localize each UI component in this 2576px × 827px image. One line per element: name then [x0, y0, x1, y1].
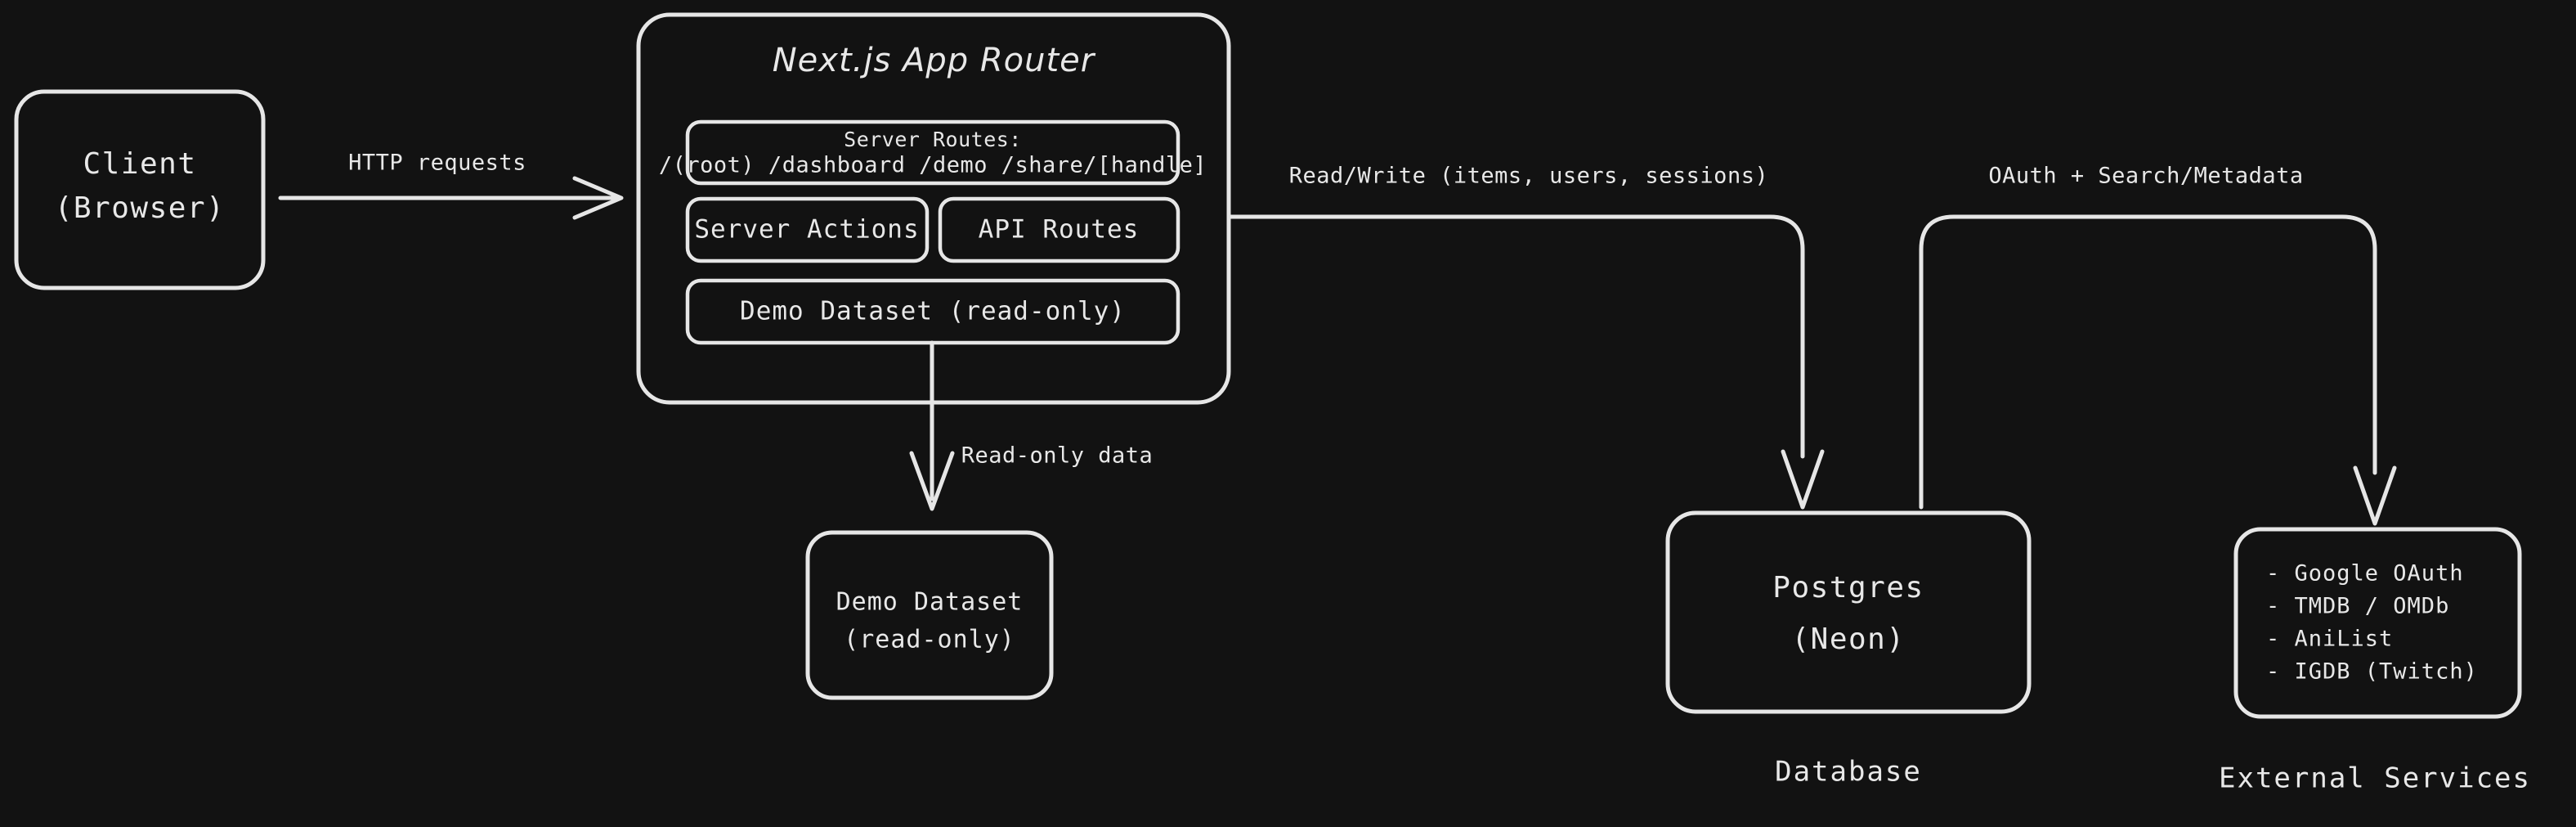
client-label-line1: Client — [83, 147, 196, 181]
node-client[interactable]: Client (Browser) — [14, 89, 266, 290]
postgres-label-line2: (Neon) — [1791, 622, 1905, 656]
node-postgres[interactable]: Postgres (Neon) Database — [1665, 510, 2032, 789]
postgres-caption: Database — [1775, 756, 1922, 789]
server-routes-list: /(root) /dashboard /demo /share/[handle] — [659, 153, 1207, 178]
node-external-services[interactable]: - Google OAuth - TMDB / OMDb - AniList -… — [2219, 527, 2531, 795]
demo-dataset-label-line1: Demo Dataset — [836, 588, 1024, 617]
external-service-item-3: - IGDB (Twitch) — [2266, 659, 2478, 685]
http-requests-label: HTTP requests — [348, 151, 526, 176]
http-requests-arrowhead — [572, 176, 624, 220]
read-write-arrowhead — [1781, 449, 1825, 510]
demo-dataset-label-line2: (read-only) — [844, 626, 1015, 654]
read-only-data-arrowhead — [909, 451, 955, 511]
external-service-item-1: - TMDB / OMDb — [2266, 594, 2449, 619]
oauth-search-arrowhead — [2353, 465, 2397, 526]
server-routes-box-outline — [685, 119, 1180, 186]
read-only-data-label: Read-only data — [961, 443, 1154, 469]
server-actions-box-outline — [685, 196, 930, 263]
oauth-search-label: OAuth + Search/Metadata — [1988, 164, 2303, 189]
app-router-title: Next.js App Router — [773, 42, 1096, 79]
demo-dataset-box-outline — [805, 530, 1054, 700]
read-write-label: Read/Write (items, users, sessions) — [1289, 164, 1768, 189]
edge-oauth-search: OAuth + Search/Metadata — [1919, 164, 2397, 526]
subnode-demo-dataset-inner[interactable]: Demo Dataset (read-only) — [685, 278, 1180, 345]
read-write-line — [1227, 214, 1805, 459]
edge-read-write: Read/Write (items, users, sessions) — [1227, 164, 1825, 510]
external-service-item-2: - AniList — [2266, 627, 2393, 652]
edge-read-only-data: Read-only data — [909, 340, 1154, 511]
postgres-box-outline — [1665, 510, 2032, 714]
subnode-server-routes[interactable]: Server Routes: /(root) /dashboard /demo … — [659, 119, 1207, 186]
oauth-search-line — [1919, 214, 2377, 510]
subnode-server-actions[interactable]: Server Actions — [685, 196, 930, 263]
api-routes-box-outline — [938, 196, 1180, 263]
demo-dataset-inner-label: Demo Dataset (read-only) — [740, 297, 1126, 326]
postgres-label-line1: Postgres — [1772, 571, 1924, 605]
node-app-router[interactable]: Next.js App Router Server Routes: /(root… — [636, 12, 1231, 405]
server-routes-header: Server Routes: — [844, 128, 1022, 151]
subnode-api-routes[interactable]: API Routes — [938, 196, 1180, 263]
client-label-line2: (Browser) — [55, 191, 226, 225]
client-box-outline — [14, 89, 266, 290]
external-services-caption: External Services — [2219, 762, 2531, 795]
external-service-item-0: - Google OAuth — [2266, 561, 2464, 587]
server-actions-label: Server Actions — [694, 215, 919, 245]
edge-http-requests: HTTP requests — [278, 151, 624, 220]
api-routes-label: API Routes — [979, 215, 1140, 245]
external-services-box-outline — [2233, 527, 2522, 719]
node-demo-dataset[interactable]: Demo Dataset (read-only) — [805, 530, 1054, 700]
